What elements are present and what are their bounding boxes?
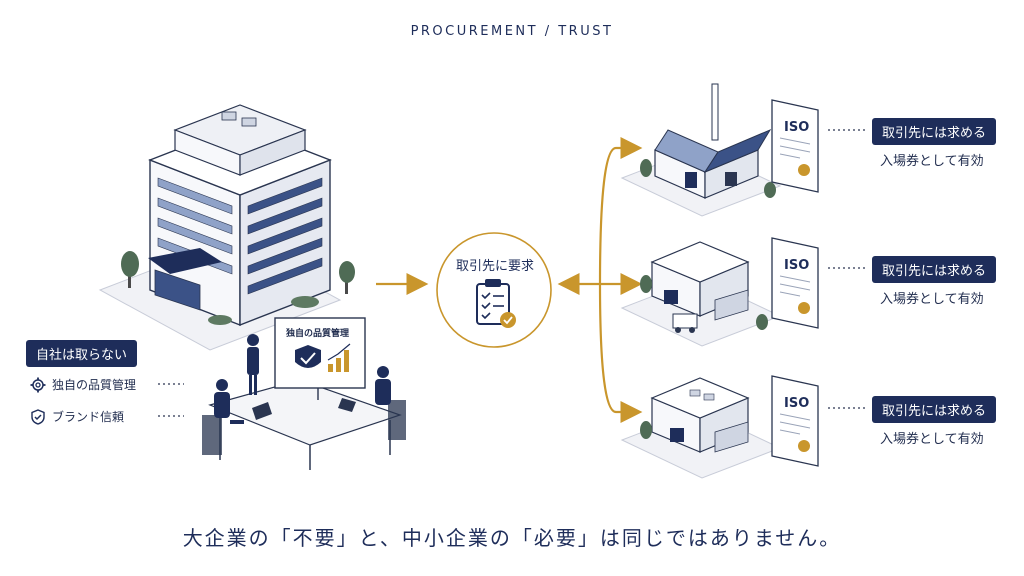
shield-check-icon xyxy=(30,409,46,425)
certificate-icon-3 xyxy=(772,376,818,466)
supplier-subtext-2: 入場券として有効 xyxy=(880,288,984,307)
hq-building-icon xyxy=(100,105,355,350)
feature-label: ブランド信頼 xyxy=(52,408,124,425)
feature-label: 独自の品質管理 xyxy=(52,376,136,393)
supplier-subtext-1: 入場券として有効 xyxy=(880,150,984,169)
center-node xyxy=(437,233,551,347)
factory-icon-1 xyxy=(622,84,780,216)
gear-icon xyxy=(30,377,46,393)
supplier-subtext-3: 入場券として有効 xyxy=(880,428,984,447)
supplier-badge-1: 取引先には求める xyxy=(872,118,996,145)
supplier-badge-3: 取引先には求める xyxy=(872,396,996,423)
cert-label-2: ISO xyxy=(784,258,809,273)
footer-caption: 大企業の「不要」と、中小企業の「必要」は同じではありません。 xyxy=(0,522,1024,551)
feature-item-brand: ブランド信頼 xyxy=(30,408,124,425)
center-label: 取引先に要求 xyxy=(440,255,550,274)
screen-label: 独自の品質管理 xyxy=(286,326,349,339)
branch-arrows xyxy=(562,148,638,412)
left-badge: 自社は取らない xyxy=(26,340,137,367)
feature-item-quality: 独自の品質管理 xyxy=(30,376,136,393)
supplier-badge-2: 取引先には求める xyxy=(872,256,996,283)
certificate-icon-2 xyxy=(772,238,818,328)
factory-icon-2 xyxy=(622,242,780,346)
cert-label-3: ISO xyxy=(784,396,809,411)
cert-label-1: ISO xyxy=(784,120,809,135)
factory-icon-3 xyxy=(622,378,780,478)
certificate-icon-1 xyxy=(772,100,818,192)
